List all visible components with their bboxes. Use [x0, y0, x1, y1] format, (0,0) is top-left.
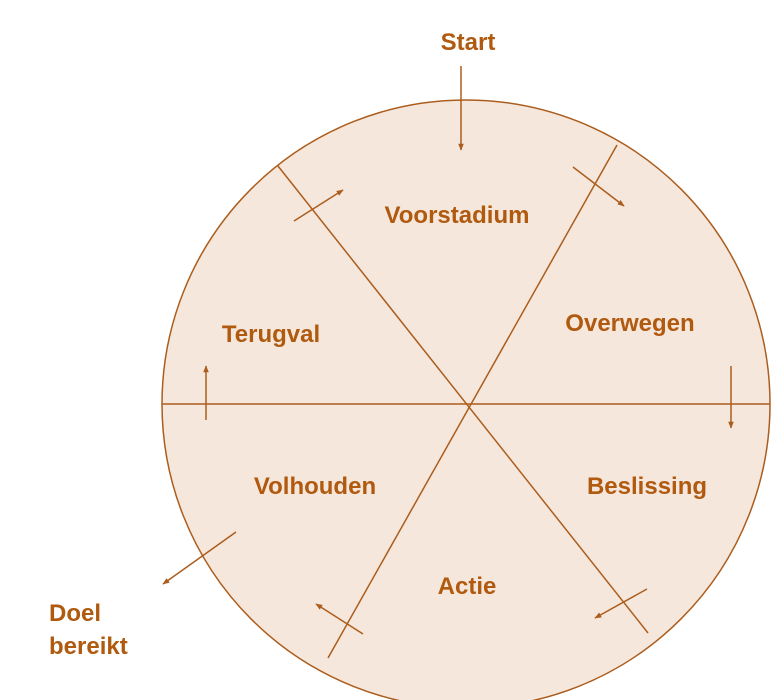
arrow-terugval-to-voorstadium: [293, 189, 344, 222]
cycle-circle: [161, 99, 771, 700]
label-overwegen: Overwegen: [565, 310, 695, 337]
arrow-volhouden-to-doel-bereikt: [162, 531, 237, 585]
label-terugval: Terugval: [221, 321, 321, 348]
label-voorstadium: Voorstadium: [384, 202, 530, 229]
divider-line-diagonal-a: [277, 165, 649, 634]
label-doel-bereikt: Doel bereikt: [49, 597, 128, 663]
label-doel-line1: Doel: [49, 600, 102, 627]
label-volhouden: Volhouden: [253, 473, 377, 500]
label-actie: Actie: [437, 573, 497, 600]
arrow-beslissing-to-actie: [594, 588, 648, 619]
arrow-voorstadium-to-overwegen: [572, 166, 625, 207]
label-doel-line2: bereikt: [49, 633, 128, 660]
label-start: Start: [440, 29, 496, 56]
divider-line-diagonal-b: [327, 144, 618, 659]
arrow-actie-to-volhouden: [315, 603, 364, 635]
label-beslissing: Beslissing: [586, 473, 708, 500]
